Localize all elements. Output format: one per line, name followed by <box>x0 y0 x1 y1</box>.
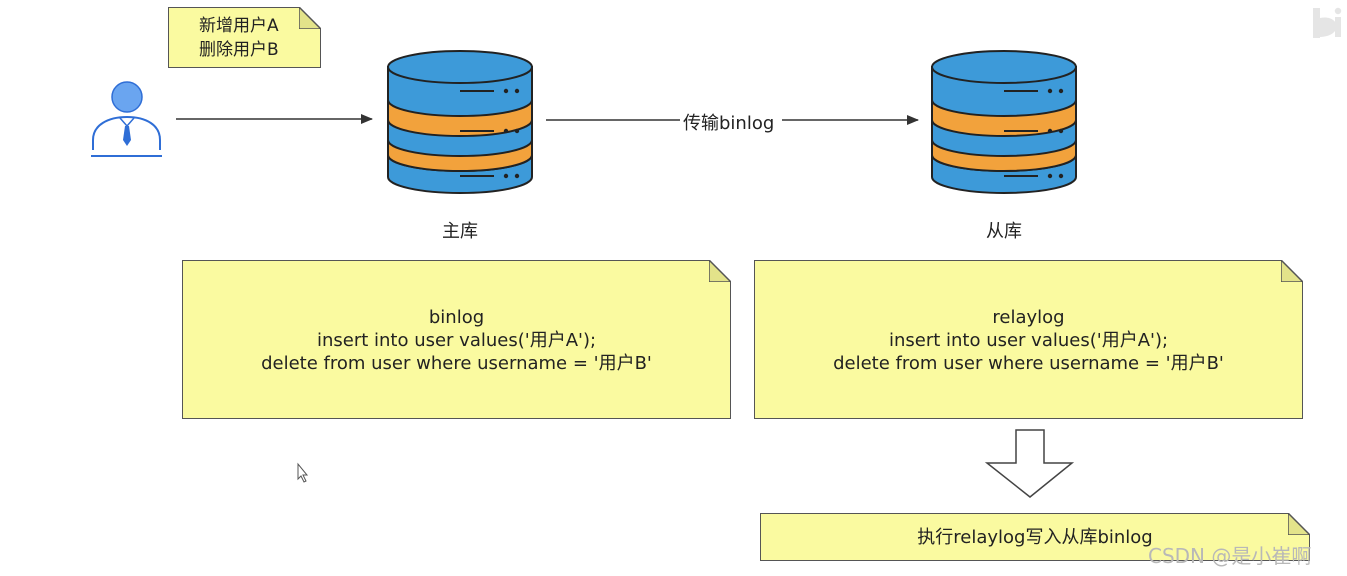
cursor-icon <box>297 462 309 483</box>
relaylog-note-line-1: insert into user values('用户A'); <box>888 330 1169 351</box>
relaylog-note: relaylog insert into user values('用户A');… <box>754 260 1303 419</box>
transfer-label: 传输binlog <box>683 113 775 134</box>
relaylog-note-line-2: delete from user where username = '用户B' <box>833 353 1224 374</box>
binlog-note-line-1: insert into user values('用户A'); <box>316 330 597 351</box>
operation-note-line-1: 新增用户A <box>199 16 279 36</box>
relaylog-note-title: relaylog <box>992 307 1065 328</box>
execute-note-text: 执行relaylog写入从库binlog <box>917 527 1153 548</box>
logo-watermark-icon <box>1313 7 1342 38</box>
csdn-watermark: CSDN @是小崔啊 <box>1148 544 1312 568</box>
binlog-note: binlog insert into user values('用户A'); d… <box>182 260 731 419</box>
user-icon <box>91 81 162 157</box>
master-database-icon <box>387 50 533 194</box>
operation-note: 新增用户A 删除用户B <box>168 7 321 68</box>
binlog-note-line-2: delete from user where username = '用户B' <box>261 353 652 374</box>
master-label: 主库 <box>442 221 478 242</box>
slave-database-icon <box>931 50 1077 194</box>
binlog-note-title: binlog <box>428 307 485 328</box>
slave-label: 从库 <box>986 221 1022 242</box>
down-arrow-icon <box>984 429 1075 498</box>
execute-note: 执行relaylog写入从库binlog <box>760 513 1310 561</box>
operation-note-line-2: 删除用户B <box>199 40 279 60</box>
